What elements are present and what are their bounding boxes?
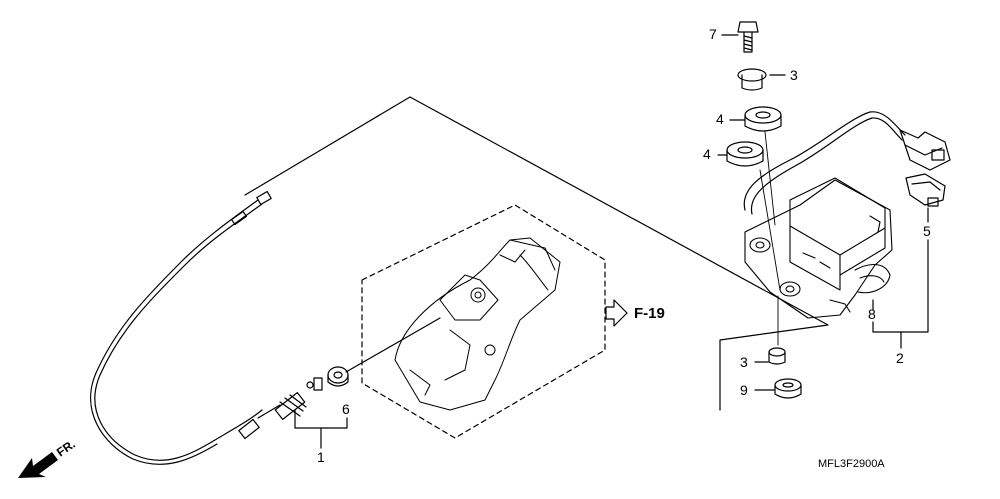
- throttle-cable: [90, 190, 323, 465]
- assembly-outline-line: [244, 96, 829, 411]
- cable-adjuster: [238, 377, 323, 440]
- bolt-part-7: [737, 21, 759, 53]
- diagram-code: MFL3F2900A: [818, 458, 885, 470]
- callout-7: 7: [709, 26, 717, 42]
- callout-3-bottom: 3: [740, 354, 748, 370]
- grommet-part-4-upper: [744, 106, 782, 132]
- callout-4-lower: 4: [703, 146, 711, 162]
- leader-6: [345, 317, 441, 373]
- wire-harness: [743, 111, 951, 215]
- callout-6: 6: [342, 401, 350, 417]
- callout-3-top: 3: [790, 67, 798, 83]
- callout-4-upper: 4: [716, 111, 724, 127]
- nut-part-9: [774, 378, 802, 399]
- bracket-1: [294, 409, 348, 449]
- reference-label: F-19: [634, 305, 665, 322]
- callout-5: 5: [923, 223, 931, 239]
- front-direction-arrow: [18, 452, 58, 478]
- control-unit: [744, 177, 893, 319]
- nut-part-6: [327, 366, 349, 387]
- collar-part-3-bottom: [768, 347, 786, 365]
- connector-part-5: [905, 173, 946, 207]
- bracket-2: [872, 239, 929, 349]
- throttle-bracket-assembly: [394, 237, 561, 411]
- callout-1: 1: [317, 449, 325, 465]
- grommet-part-4-lower: [726, 141, 764, 167]
- collar-part-3-top: [737, 68, 767, 91]
- callout-8: 8: [868, 306, 876, 322]
- ref-arrow: [605, 299, 628, 327]
- callout-9: 9: [740, 382, 748, 398]
- callout-2: 2: [896, 350, 904, 366]
- dashed-detail-box: [361, 204, 606, 439]
